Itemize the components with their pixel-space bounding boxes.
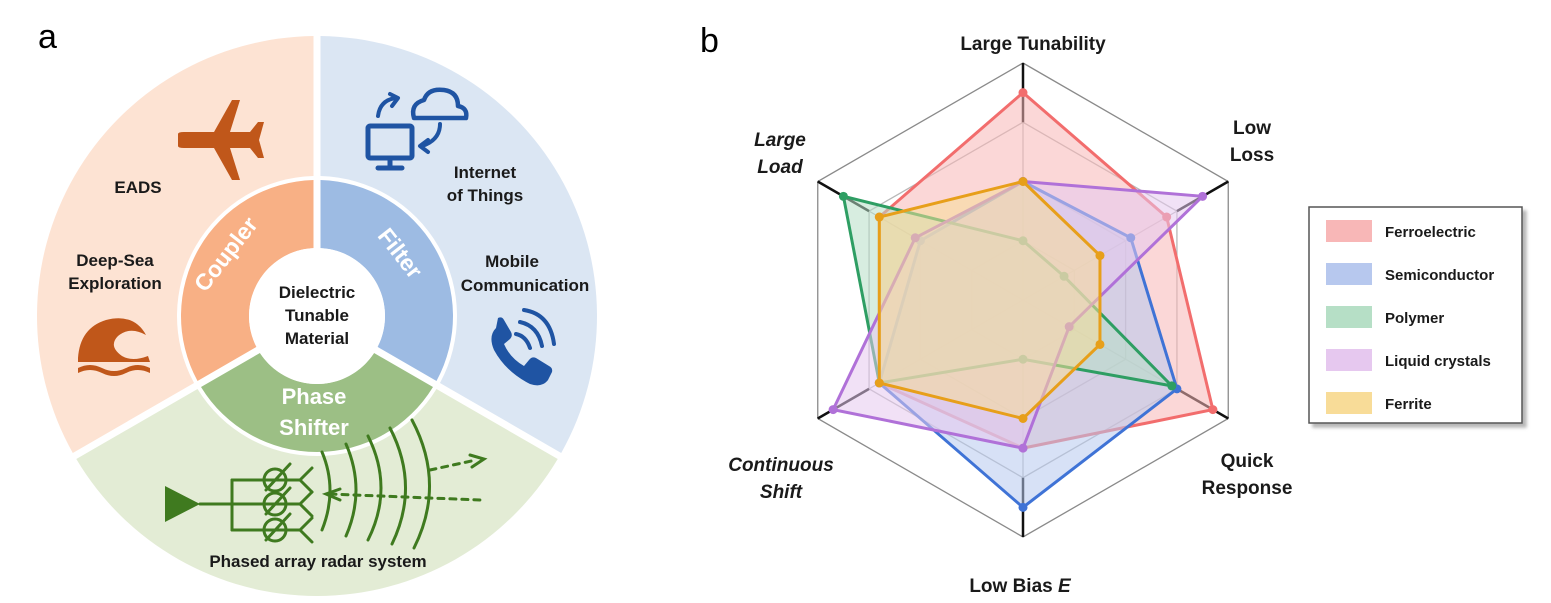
filter-outer-sector	[320, 36, 597, 453]
radar-label: Phased array radar system	[209, 552, 426, 571]
wave-icon	[78, 318, 150, 376]
series-point	[1167, 381, 1177, 391]
phase-ring-label-1: Phase	[282, 384, 347, 409]
series-point	[1095, 339, 1105, 349]
series-point	[1198, 191, 1208, 201]
legend-swatch	[1326, 263, 1372, 285]
center-label-3: Material	[285, 329, 349, 348]
iot-label-1: Internet	[454, 163, 517, 182]
phase-inner-sector	[201, 352, 433, 452]
axis-label-large-load: Large	[754, 130, 806, 151]
panel-a-ring-diagram: a Dielectric Tunable Material Coupler Fi…	[37, 18, 597, 596]
axis-label-large-load: Load	[757, 157, 803, 178]
series-point	[874, 378, 884, 388]
mobile-label-1: Mobile	[485, 252, 539, 271]
iot-label-2: of Things	[447, 186, 523, 205]
series-point	[1018, 443, 1028, 453]
legend-label: Ferrite	[1385, 396, 1432, 413]
legend-swatch	[1326, 306, 1372, 328]
series-ferrite	[874, 177, 1105, 423]
legend-label: Semiconductor	[1385, 267, 1494, 284]
panel-b-radar-chart: b Large TunabilityLowLossQuickResponseLo…	[700, 22, 1292, 597]
panel-b-letter: b	[700, 22, 719, 60]
deep-sea-label-1: Deep-Sea	[76, 251, 154, 270]
legend-swatch	[1326, 220, 1372, 242]
radar-series	[828, 88, 1218, 512]
series-point	[1095, 251, 1105, 261]
center-label-2: Tunable	[285, 306, 349, 325]
panel-a-letter: a	[38, 18, 57, 56]
axis-label-quick-response: Response	[1202, 478, 1293, 499]
airplane-icon	[178, 100, 264, 180]
legend-label: Liquid crystals	[1385, 353, 1491, 370]
filter-inner-sector	[320, 180, 453, 381]
axis-label-large-tunability: Large Tunability	[960, 34, 1106, 55]
phase-outer-sector	[76, 389, 558, 596]
series-point	[1018, 88, 1028, 98]
series-point	[1208, 405, 1218, 415]
legend-box	[1308, 206, 1523, 424]
axis-label-low-bias-e: Low Bias E	[969, 576, 1072, 597]
axis-label-low-loss: Loss	[1230, 145, 1274, 166]
series-point	[838, 191, 848, 201]
center-circle	[249, 248, 385, 384]
radar-array-icon	[165, 418, 488, 550]
series-point	[1018, 177, 1028, 186]
legend: FerroelectricSemiconductorPolymerLiquid …	[1308, 206, 1523, 424]
axis-label-continuous-shift: Shift	[760, 482, 803, 503]
legend-swatch	[1326, 349, 1372, 371]
deep-sea-label-2: Exploration	[68, 274, 162, 293]
series-point	[1018, 414, 1028, 423]
series-point	[1018, 502, 1028, 512]
radar-axis-labels: Large TunabilityLowLossQuickResponseLow …	[728, 34, 1292, 597]
eads-label: EADS	[114, 178, 161, 197]
phase-ring-label-2: Shifter	[279, 415, 349, 440]
axis-label-low-loss: Low	[1233, 118, 1271, 139]
legend-label: Polymer	[1385, 310, 1444, 327]
series-area	[879, 181, 1100, 419]
axis-label-continuous-shift: Continuous	[728, 455, 834, 476]
phone-icon	[491, 308, 556, 386]
series-point	[828, 405, 838, 415]
legend-swatch	[1326, 392, 1372, 414]
computer-cloud-icon	[365, 87, 469, 171]
legend-label: Ferroelectric	[1385, 224, 1476, 241]
coupler-inner-sector	[181, 180, 314, 381]
series-point	[874, 212, 884, 222]
mobile-label-2: Communication	[461, 276, 589, 295]
axis-label-quick-response: Quick	[1221, 451, 1274, 472]
center-label-1: Dielectric	[279, 283, 356, 302]
